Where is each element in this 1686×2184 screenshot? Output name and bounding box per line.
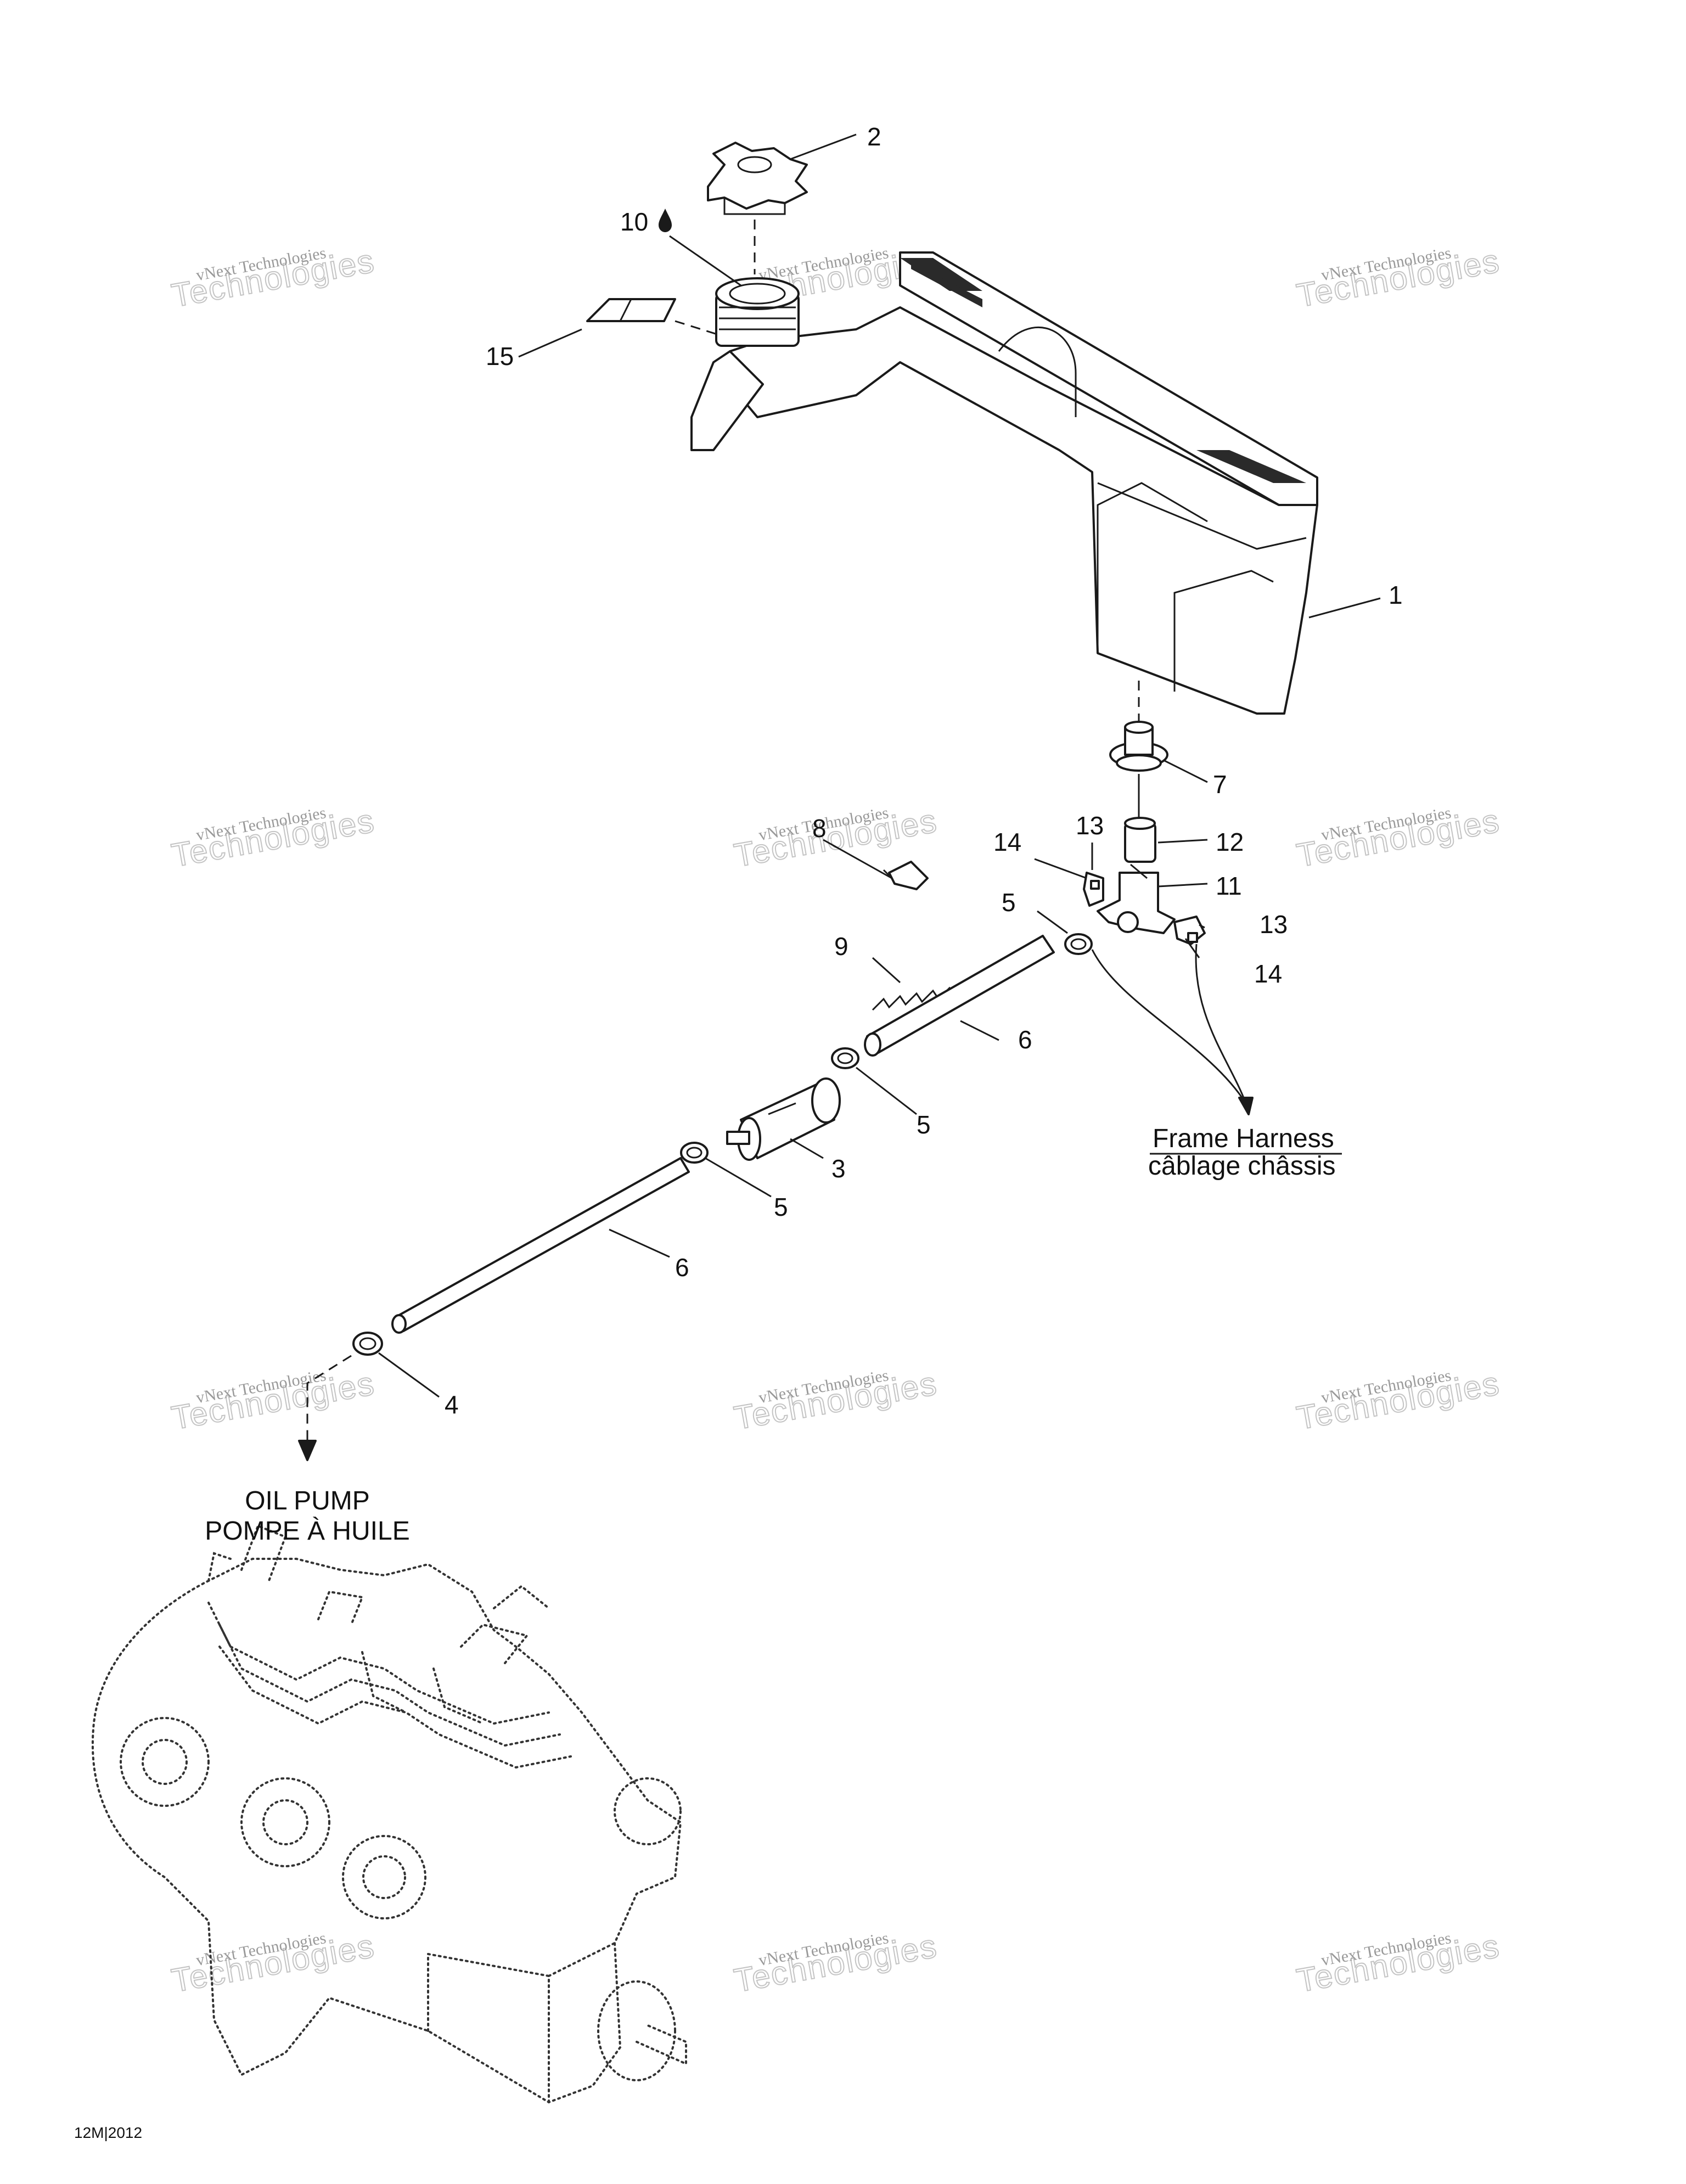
callout-5-top: 5 — [1002, 888, 1016, 917]
watermark: Technologies vNext Technologies — [168, 1927, 378, 2000]
leader-lines — [378, 133, 1381, 1398]
engine-outline — [91, 1524, 687, 2104]
callout-11: 11 — [1216, 872, 1242, 900]
pad — [586, 298, 676, 322]
upper-hose — [864, 935, 1055, 1057]
pad-axis — [675, 320, 720, 336]
watermark: Technologies vNext Technologies — [168, 801, 378, 874]
callout-3: 3 — [831, 1154, 846, 1183]
frame-harness-label-fr: câblage châssis — [1148, 1152, 1336, 1181]
callout-2: 2 — [867, 122, 881, 151]
clamp-4 — [352, 1332, 383, 1356]
watermark: Technologies vNext Technologies — [1294, 1927, 1503, 2000]
watermark: Technologies vNext Technologies — [1294, 242, 1503, 315]
arrow-down-icon — [298, 1440, 317, 1461]
frame-harness-note: Frame Harness câblage châssis — [1148, 1124, 1342, 1181]
clamp-5-lower — [680, 1142, 709, 1164]
oil-pump-axis — [306, 1355, 352, 1444]
callout-13-right: 13 — [1260, 910, 1288, 939]
watermark: Technologies vNext Technologies — [168, 1364, 378, 1437]
callout-15: 15 — [486, 342, 514, 370]
connector-left — [1083, 872, 1104, 907]
watermark: Technologies vNext Technologies — [731, 1364, 941, 1437]
harness-wire-left — [1091, 949, 1247, 1104]
filler-cap — [707, 142, 808, 215]
watermark: Technologies vNext Technologies — [731, 1927, 941, 2000]
callout-6-lower: 6 — [675, 1253, 689, 1282]
oil-pump-label-fr: POMPE À HUILE — [205, 1517, 409, 1546]
tee-fitting — [1097, 863, 1176, 934]
callouts: 2 10 15 1 7 12 11 13 14 13 14 5 8 9 6 5 … — [445, 122, 1403, 1419]
grommet — [1109, 721, 1168, 772]
connector-right — [1173, 916, 1206, 945]
callout-14-top: 14 — [993, 828, 1021, 856]
frame-harness-label: Frame Harness — [1153, 1124, 1334, 1153]
drawing-code: 12M|2012 — [74, 2124, 142, 2141]
arrow-down-icon — [1238, 1097, 1254, 1115]
callout-7: 7 — [1213, 770, 1227, 799]
watermark: Technologies vNext Technologies — [168, 242, 378, 315]
drop-icon — [659, 209, 672, 232]
harness-wire-right — [1195, 944, 1247, 1104]
clamp-5-top — [1064, 933, 1093, 955]
clamp-5-middle — [831, 1047, 859, 1069]
watermark: Technologies vNext Technologies — [1294, 801, 1503, 874]
oil-tank — [690, 251, 1318, 730]
lower-hose — [391, 1157, 690, 1334]
oil-pump-note: OIL PUMP POMPE À HUILE — [205, 1486, 409, 1546]
callout-6-top: 6 — [1018, 1025, 1032, 1054]
callout-4: 4 — [445, 1390, 459, 1419]
sensor — [1124, 817, 1156, 863]
callout-10: 10 — [620, 207, 648, 236]
callout-9: 9 — [834, 932, 848, 961]
callout-1: 1 — [1389, 581, 1403, 609]
watermark: Technologies vNext Technologies — [1294, 1364, 1503, 1437]
callout-14-right: 14 — [1254, 959, 1282, 988]
callout-5-middle: 5 — [917, 1110, 931, 1139]
callout-12: 12 — [1216, 828, 1244, 856]
filter — [726, 1077, 841, 1161]
callout-8: 8 — [812, 814, 827, 843]
clamp-8 — [883, 861, 929, 890]
callout-5-lower: 5 — [774, 1193, 788, 1221]
oil-pump-label: OIL PUMP — [245, 1486, 370, 1515]
callout-13-top: 13 — [1076, 811, 1104, 840]
